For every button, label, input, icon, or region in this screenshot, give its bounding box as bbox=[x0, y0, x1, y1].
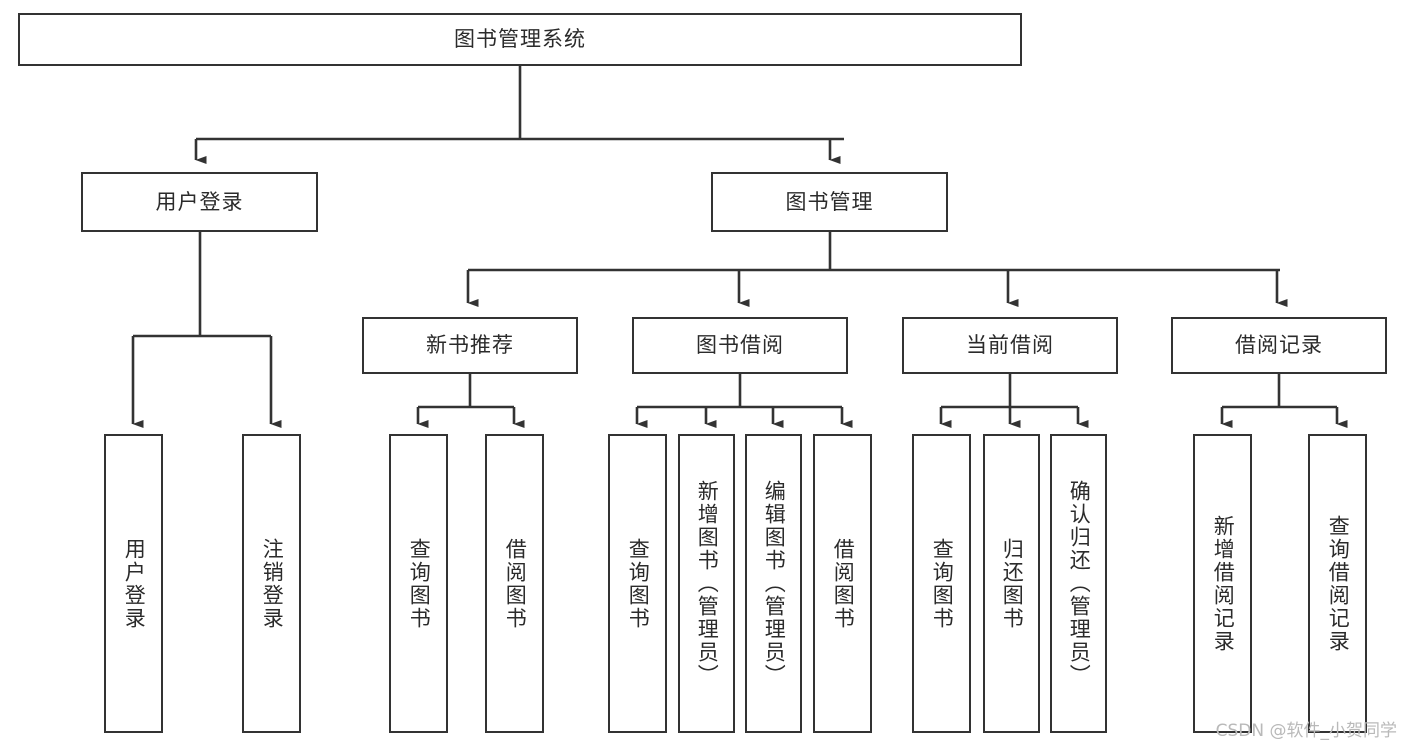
node-label: 新增图书（管理员） bbox=[695, 480, 720, 687]
node-current-borrow[interactable]: 当前借阅 bbox=[902, 317, 1118, 374]
node-label: 借阅记录 bbox=[1235, 333, 1323, 357]
node-label: 借阅图书 bbox=[503, 537, 528, 630]
node-leaf-query-book-current[interactable]: 查询图书 bbox=[912, 434, 971, 733]
node-leaf-add-borrow-record[interactable]: 新增借阅记录 bbox=[1193, 434, 1252, 733]
node-label: 新增借阅记录 bbox=[1211, 514, 1236, 653]
node-leaf-borrow-book-newbook[interactable]: 借阅图书 bbox=[485, 434, 544, 733]
node-book-management[interactable]: 图书管理 bbox=[711, 172, 948, 232]
node-label: 归还图书 bbox=[1000, 537, 1025, 630]
node-user-login[interactable]: 用户登录 bbox=[81, 172, 318, 232]
node-label: 用户登录 bbox=[155, 189, 244, 214]
node-label: 图书管理系统 bbox=[454, 27, 586, 51]
node-label: 用户登录 bbox=[122, 537, 147, 630]
node-label: 查询图书 bbox=[626, 537, 651, 630]
node-leaf-logout[interactable]: 注销登录 bbox=[242, 434, 301, 733]
node-leaf-borrow-book[interactable]: 借阅图书 bbox=[813, 434, 872, 733]
node-borrow-record[interactable]: 借阅记录 bbox=[1171, 317, 1387, 374]
node-label: 编辑图书（管理员） bbox=[762, 480, 787, 687]
node-label: 新书推荐 bbox=[426, 333, 514, 357]
node-leaf-user-login[interactable]: 用户登录 bbox=[104, 434, 163, 733]
node-label: 注销登录 bbox=[260, 537, 285, 630]
node-label: 图书借阅 bbox=[696, 333, 784, 357]
node-label: 图书管理 bbox=[785, 189, 874, 214]
node-leaf-query-book-newbook[interactable]: 查询图书 bbox=[389, 434, 448, 733]
node-new-book-recommend[interactable]: 新书推荐 bbox=[362, 317, 578, 374]
node-leaf-edit-book-admin[interactable]: 编辑图书（管理员） bbox=[745, 434, 802, 733]
node-label: 借阅图书 bbox=[831, 537, 856, 630]
node-leaf-add-book-admin[interactable]: 新增图书（管理员） bbox=[678, 434, 735, 733]
node-label: 查询图书 bbox=[407, 537, 432, 630]
node-label: 查询借阅记录 bbox=[1326, 514, 1351, 653]
node-label: 确认归还（管理员） bbox=[1067, 480, 1092, 687]
node-book-borrow[interactable]: 图书借阅 bbox=[632, 317, 848, 374]
node-label: 查询图书 bbox=[930, 537, 955, 630]
node-leaf-return-book[interactable]: 归还图书 bbox=[983, 434, 1040, 733]
node-root-book-management-system[interactable]: 图书管理系统 bbox=[18, 13, 1022, 66]
node-leaf-query-borrow-record[interactable]: 查询借阅记录 bbox=[1308, 434, 1367, 733]
node-leaf-query-book-borrow[interactable]: 查询图书 bbox=[608, 434, 667, 733]
node-leaf-confirm-return-admin[interactable]: 确认归还（管理员） bbox=[1050, 434, 1107, 733]
node-label: 当前借阅 bbox=[966, 333, 1054, 357]
